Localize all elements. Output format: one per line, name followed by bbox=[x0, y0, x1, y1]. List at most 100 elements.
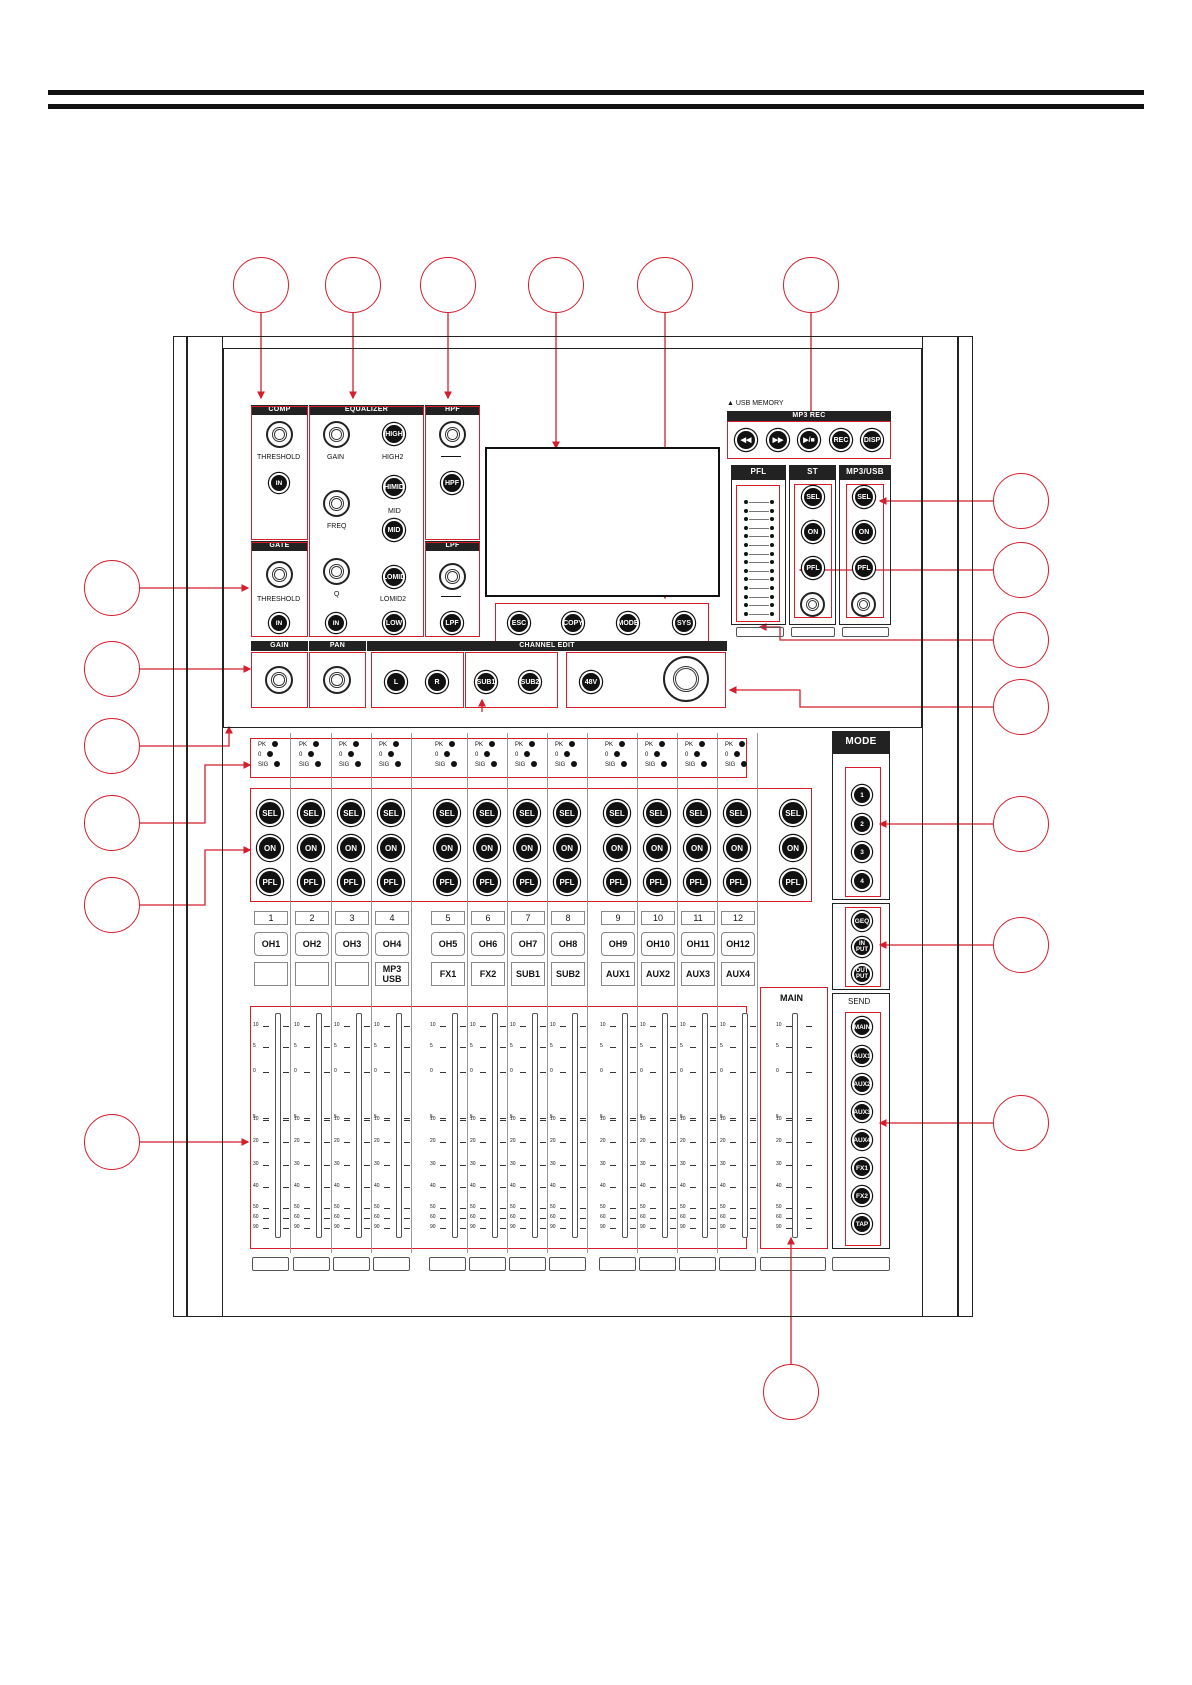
mp3usb-pfl-button[interactable]: PFL bbox=[853, 557, 875, 579]
send-main-button[interactable]: MAIN bbox=[852, 1017, 872, 1037]
channel-fader[interactable] bbox=[275, 1013, 281, 1238]
geq-button[interactable]: GEQ bbox=[852, 911, 872, 931]
channel-sel-button[interactable]: SEL bbox=[298, 800, 324, 826]
rewind-button[interactable]: ◀◀ bbox=[735, 429, 757, 451]
channel-sel-button[interactable]: SEL bbox=[724, 800, 750, 826]
sub2-button[interactable]: SUB2 bbox=[519, 671, 541, 693]
channel-fader[interactable] bbox=[356, 1013, 362, 1238]
mode-3-button[interactable]: 3 bbox=[852, 842, 872, 862]
channel-on-button[interactable]: ON bbox=[554, 835, 580, 861]
eq-q-knob[interactable] bbox=[323, 558, 350, 585]
send-fx2-button[interactable]: FX2 bbox=[852, 1186, 872, 1206]
channel-pfl-button[interactable]: PFL bbox=[474, 869, 500, 895]
channel-fader[interactable] bbox=[662, 1013, 668, 1238]
l-button[interactable]: L bbox=[385, 671, 407, 693]
st-sel-button[interactable]: SEL bbox=[802, 486, 824, 508]
pan-knob[interactable] bbox=[323, 666, 351, 694]
channel-pfl-button[interactable]: PFL bbox=[257, 869, 283, 895]
channel-fader[interactable] bbox=[572, 1013, 578, 1238]
sys-button[interactable]: SYS bbox=[673, 612, 695, 634]
mp3usb-sel-button[interactable]: SEL bbox=[853, 486, 875, 508]
mode-4-button[interactable]: 4 bbox=[852, 871, 872, 891]
channel-fader[interactable] bbox=[742, 1013, 748, 1238]
channel-fader[interactable] bbox=[492, 1013, 498, 1238]
channel-sel-button[interactable]: SEL bbox=[644, 800, 670, 826]
send-fx1-button[interactable]: FX1 bbox=[852, 1158, 872, 1178]
mp3usb-knob[interactable] bbox=[851, 592, 876, 617]
gain-knob[interactable] bbox=[265, 666, 293, 694]
channel-pfl-button[interactable]: PFL bbox=[644, 869, 670, 895]
eq-mid-button[interactable]: MID bbox=[383, 519, 405, 541]
output-button[interactable]: OUT PUT bbox=[852, 964, 872, 984]
send-tap-button[interactable]: TAP bbox=[852, 1214, 872, 1234]
channel-fader[interactable] bbox=[702, 1013, 708, 1238]
channel-sel-button[interactable]: SEL bbox=[434, 800, 460, 826]
disp-button[interactable]: DISP bbox=[861, 429, 883, 451]
fast-forward-button[interactable]: ▶▶ bbox=[767, 429, 789, 451]
hpf-button[interactable]: HPF bbox=[441, 472, 463, 494]
eq-gain-knob[interactable] bbox=[323, 421, 350, 448]
gate-in-button[interactable]: IN bbox=[269, 613, 289, 633]
send-aux2-button[interactable]: AUX2 bbox=[852, 1074, 872, 1094]
channel-fader[interactable] bbox=[452, 1013, 458, 1238]
channel-on-button[interactable]: ON bbox=[434, 835, 460, 861]
channel-sel-button[interactable]: SEL bbox=[514, 800, 540, 826]
send-aux4-button[interactable]: AUX4 bbox=[852, 1130, 872, 1150]
mode-button[interactable]: MODE bbox=[617, 612, 639, 634]
gate-threshold-knob[interactable] bbox=[266, 561, 293, 588]
channel-pfl-button[interactable]: PFL bbox=[378, 869, 404, 895]
channel-on-button[interactable]: ON bbox=[338, 835, 364, 861]
channel-fader[interactable] bbox=[622, 1013, 628, 1238]
channel-on-button[interactable]: ON bbox=[604, 835, 630, 861]
channel-sel-button[interactable]: SEL bbox=[474, 800, 500, 826]
channel-on-button[interactable]: ON bbox=[514, 835, 540, 861]
sub1-button[interactable]: SUB1 bbox=[475, 671, 497, 693]
channel-pfl-button[interactable]: PFL bbox=[724, 869, 750, 895]
lpf-button[interactable]: LPF bbox=[441, 612, 463, 634]
channel-on-button[interactable]: ON bbox=[378, 835, 404, 861]
channel-pfl-button[interactable]: PFL bbox=[554, 869, 580, 895]
st-strip-sel-button[interactable]: SEL bbox=[780, 800, 806, 826]
rec-button[interactable]: REC bbox=[830, 429, 852, 451]
channel-on-button[interactable]: ON bbox=[724, 835, 750, 861]
eq-high-button[interactable]: HIGH bbox=[383, 423, 405, 445]
eq-freq-knob[interactable] bbox=[323, 490, 350, 517]
lpf-knob[interactable] bbox=[439, 563, 466, 590]
48v-button[interactable]: 48V bbox=[580, 671, 602, 693]
channel-sel-button[interactable]: SEL bbox=[554, 800, 580, 826]
hpf-knob[interactable] bbox=[439, 421, 466, 448]
channel-sel-button[interactable]: SEL bbox=[338, 800, 364, 826]
channel-on-button[interactable]: ON bbox=[298, 835, 324, 861]
channel-fader[interactable] bbox=[316, 1013, 322, 1238]
channel-pfl-button[interactable]: PFL bbox=[514, 869, 540, 895]
st-strip-pfl-button[interactable]: PFL bbox=[780, 869, 806, 895]
channel-fader[interactable] bbox=[396, 1013, 402, 1238]
st-strip-on-button[interactable]: ON bbox=[780, 835, 806, 861]
main-fader-slot[interactable] bbox=[792, 1013, 798, 1238]
channel-pfl-button[interactable]: PFL bbox=[604, 869, 630, 895]
channel-on-button[interactable]: ON bbox=[257, 835, 283, 861]
st-on-button[interactable]: ON bbox=[802, 521, 824, 543]
channel-pfl-button[interactable]: PFL bbox=[684, 869, 710, 895]
channel-sel-button[interactable]: SEL bbox=[378, 800, 404, 826]
st-knob[interactable] bbox=[800, 592, 825, 617]
eq-in-button[interactable]: IN bbox=[326, 613, 346, 633]
channel-on-button[interactable]: ON bbox=[684, 835, 710, 861]
esc-button[interactable]: ESC bbox=[508, 612, 530, 634]
comp-in-button[interactable]: IN bbox=[269, 473, 289, 493]
channel-pfl-button[interactable]: PFL bbox=[434, 869, 460, 895]
send-aux3-button[interactable]: AUX3 bbox=[852, 1102, 872, 1122]
comp-threshold-knob[interactable] bbox=[266, 421, 293, 448]
play-stop-button[interactable]: ▶/■ bbox=[798, 429, 820, 451]
input-button[interactable]: IN PUT bbox=[852, 937, 872, 957]
send-aux1-button[interactable]: AUX1 bbox=[852, 1046, 872, 1066]
channel-sel-button[interactable]: SEL bbox=[257, 800, 283, 826]
eq-lomid-button[interactable]: LOMID bbox=[383, 566, 405, 588]
mode-1-button[interactable]: 1 bbox=[852, 785, 872, 805]
r-button[interactable]: R bbox=[426, 671, 448, 693]
st-pfl-button[interactable]: PFL bbox=[802, 557, 824, 579]
channel-pfl-button[interactable]: PFL bbox=[338, 869, 364, 895]
channel-sel-button[interactable]: SEL bbox=[604, 800, 630, 826]
channel-fader[interactable] bbox=[532, 1013, 538, 1238]
mode-2-button[interactable]: 2 bbox=[852, 814, 872, 834]
